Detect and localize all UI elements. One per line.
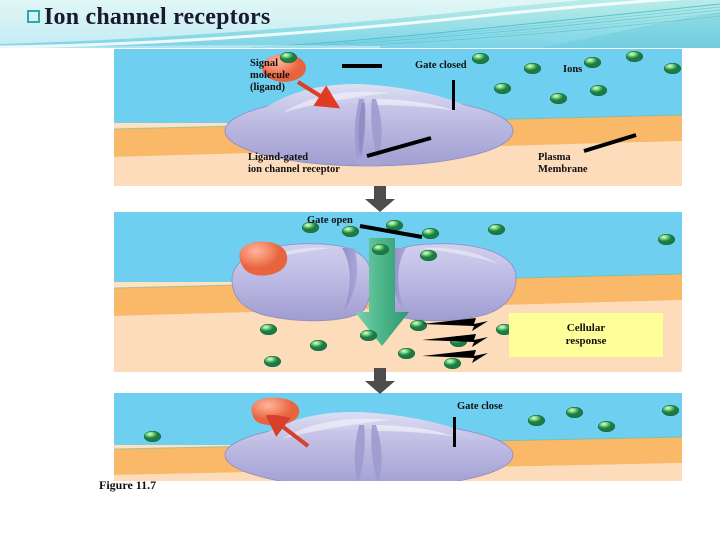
page-title: Ion channel receptors bbox=[27, 4, 270, 31]
ion bbox=[410, 320, 427, 331]
ion bbox=[372, 244, 389, 255]
ion bbox=[550, 93, 567, 104]
gate-close-label: Gate close bbox=[457, 401, 503, 412]
ion bbox=[662, 405, 679, 416]
ion bbox=[584, 57, 601, 68]
receptor-leader-line bbox=[366, 136, 432, 158]
ion bbox=[420, 250, 437, 261]
step-down-arrow-2 bbox=[365, 368, 395, 394]
slide-header-banner: Ion channel receptors bbox=[0, 0, 720, 48]
ion bbox=[494, 83, 511, 94]
ion bbox=[302, 222, 319, 233]
figure-caption: Figure 11.7 bbox=[99, 478, 157, 492]
ion bbox=[566, 407, 583, 418]
ion bbox=[310, 340, 327, 351]
plasma-membrane-label: Plasma Membrane bbox=[538, 152, 588, 175]
gate-closed-pointer-dash bbox=[342, 64, 382, 68]
cellular-response-label: Cellular response bbox=[565, 322, 607, 347]
plasma-membrane-leader-line bbox=[583, 133, 637, 153]
ion bbox=[144, 431, 161, 442]
ion bbox=[528, 415, 545, 426]
square-bullet-icon bbox=[27, 10, 40, 23]
cellular-response-box: Cellular response bbox=[509, 313, 663, 357]
ion bbox=[450, 336, 467, 347]
gate-closed-label: Gate closed bbox=[415, 60, 467, 71]
ion bbox=[626, 51, 643, 62]
gate-closed-panel bbox=[114, 49, 682, 186]
ion bbox=[590, 85, 607, 96]
ion bbox=[658, 234, 675, 245]
ion bbox=[398, 348, 415, 359]
ion bbox=[386, 220, 403, 231]
gate-closed-leader-line bbox=[452, 80, 455, 110]
ion bbox=[260, 324, 277, 335]
ion bbox=[444, 358, 461, 369]
ion bbox=[360, 330, 377, 341]
gate-close-leader-line bbox=[453, 417, 456, 447]
page-title-text: Ion channel receptors bbox=[44, 4, 271, 30]
ion-flow-arrow bbox=[355, 238, 409, 346]
ion bbox=[664, 63, 681, 74]
gate-close-panel bbox=[114, 393, 682, 481]
ligand-binding-arrow bbox=[296, 80, 341, 109]
signal-molecule-label: Signal molecule (ligand) bbox=[250, 58, 290, 93]
cellular-response-arrows bbox=[422, 318, 488, 363]
ligand-release-arrow bbox=[266, 415, 310, 448]
ion bbox=[264, 356, 281, 367]
header-swoosh-decoration bbox=[0, 0, 720, 48]
ion bbox=[488, 224, 505, 235]
step-down-arrow-1 bbox=[365, 186, 395, 212]
ion bbox=[422, 228, 439, 239]
ligand-gated-receptor-label: Ligand-gated ion channel receptor bbox=[248, 152, 340, 175]
ions-label: Ions bbox=[563, 64, 583, 75]
signal-molecule-ligand-bound bbox=[239, 241, 288, 276]
ion bbox=[598, 421, 615, 432]
ion bbox=[280, 52, 297, 63]
ion bbox=[342, 226, 359, 237]
gate-open-leader-line bbox=[359, 224, 423, 239]
ion bbox=[496, 324, 513, 335]
ion bbox=[524, 63, 541, 74]
ion bbox=[472, 53, 489, 64]
gate-open-label: Gate open bbox=[307, 215, 353, 226]
